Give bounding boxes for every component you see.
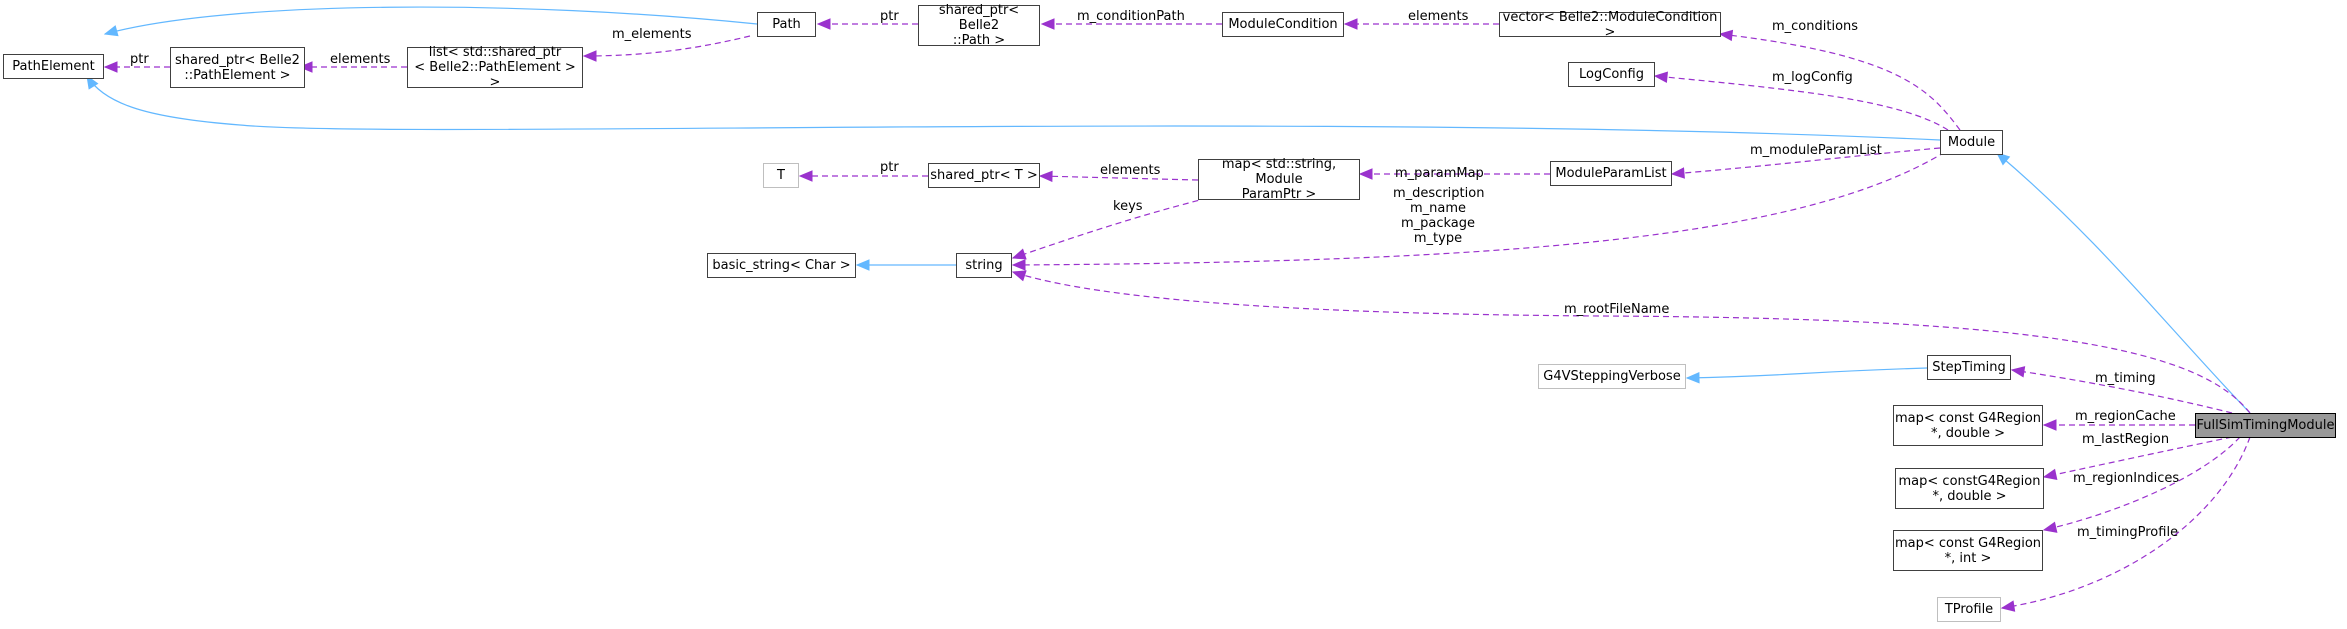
- use-module-vector: [1720, 34, 1961, 131]
- class-node-sharedptr-t[interactable]: shared_ptr< T >: [928, 163, 1040, 188]
- edge-label-m-moduleparamlist: m_moduleParamList: [1750, 143, 1882, 158]
- class-node-map-lastregion[interactable]: map< constG4Region *, double >: [1895, 468, 2044, 509]
- edge-label-m-regionindices: m_regionIndices: [2073, 471, 2180, 486]
- class-node-sharedptr-belle2-pathelement[interactable]: shared_ptr< Belle2 ::PathElement >: [170, 47, 305, 88]
- class-node-moduleparamlist[interactable]: ModuleParamList: [1550, 161, 1672, 186]
- edge-label-m-conditionpath: m_conditionPath: [1077, 9, 1185, 24]
- use-fullsimtiming-lastregion: [2044, 436, 2233, 477]
- edge-label-ptr-t: ptr: [880, 160, 899, 175]
- class-node-map-regioncache[interactable]: map< const G4Region *, double >: [1893, 405, 2043, 446]
- class-node-tprofile[interactable]: TProfile: [1937, 597, 2001, 622]
- class-node-sharedptr-belle2-path[interactable]: shared_ptr< Belle2 ::Path >: [918, 3, 1040, 48]
- class-node-module[interactable]: Module: [1940, 130, 2003, 155]
- class-node-modulecondition[interactable]: ModuleCondition: [1222, 12, 1344, 37]
- class-node-path[interactable]: Path: [757, 12, 816, 37]
- class-node-g4steppingverbose[interactable]: G4VSteppingVerbose: [1538, 364, 1686, 389]
- edge-label-m-logconfig: m_logConfig: [1772, 70, 1853, 85]
- edge-label-m-regioncache: m_regionCache: [2075, 409, 2176, 424]
- edge-label-m-rootfilename: m_rootFileName: [1564, 302, 1670, 317]
- use-fullsimtiming-regionindices: [2044, 436, 2241, 530]
- edge-label-string-members: m_description m_name m_package m_type: [1393, 186, 1485, 246]
- class-node-basicstring-char[interactable]: basic_string< Char >: [707, 253, 856, 278]
- use-fullsimtiming-tprofile: [2002, 436, 2251, 608]
- class-node-steptiming[interactable]: StepTiming: [1927, 355, 2011, 380]
- edge-label-m-lastregion: m_lastRegion: [2082, 432, 2170, 447]
- inherit-module-pathelement: [87, 76, 1941, 141]
- use-module-string: [1013, 151, 1946, 265]
- class-node-template-t[interactable]: T: [763, 163, 799, 188]
- edge-label-m-timingprofile: m_timingProfile: [2077, 525, 2179, 540]
- edge-label-keys: keys: [1113, 199, 1143, 214]
- use-map-string: [1013, 197, 1209, 258]
- inherit-fullsimtiming-module: [1997, 153, 2251, 414]
- class-node-map-regionindices[interactable]: map< const G4Region *, int >: [1893, 530, 2043, 571]
- edge-label-ptr-pathelement: ptr: [130, 52, 149, 67]
- class-node-logconfig[interactable]: LogConfig: [1568, 62, 1655, 87]
- use-fullsimtiming-steptiming: [2012, 370, 2233, 414]
- edge-label-elements-conditions: elements: [1408, 9, 1469, 24]
- edge-label-elements-shared-t: elements: [1100, 163, 1161, 178]
- edge-label-m-conditions: m_conditions: [1772, 19, 1859, 34]
- edge-label-m-elements: m_elements: [612, 27, 692, 42]
- use-map-sharedptrt: [1040, 176, 1199, 180]
- class-node-list-sharedptr-pathelement[interactable]: list< std::shared_ptr < Belle2::PathElem…: [407, 45, 583, 90]
- use-module-logconfig: [1655, 76, 1949, 131]
- use-path-list: [584, 35, 751, 56]
- use-module-moduleparamlist: [1672, 147, 1941, 174]
- class-node-string[interactable]: string: [956, 253, 1012, 278]
- edge-label-m-timing: m_timing: [2095, 371, 2156, 386]
- edge-label-ptr-path: ptr: [880, 9, 899, 24]
- class-node-map-module-paramptr[interactable]: map< std::string, Module ParamPtr >: [1198, 157, 1360, 202]
- edge-label-m-parammap: m_paramMap: [1395, 166, 1484, 181]
- use-fullsimtiming-string: [1013, 272, 2251, 414]
- inherit-steptiming-g4steppingverbose: [1687, 367, 1928, 378]
- class-node-pathelement[interactable]: PathElement: [3, 54, 104, 79]
- class-node-vector-modulecondition[interactable]: vector< Belle2::ModuleCondition >: [1499, 10, 1721, 40]
- edge-label-elements-list: elements: [330, 52, 391, 67]
- inherit-path-pathelement: [105, 6, 758, 34]
- class-node-fullsimtimingmodule[interactable]: FullSimTimingModule: [2195, 413, 2336, 438]
